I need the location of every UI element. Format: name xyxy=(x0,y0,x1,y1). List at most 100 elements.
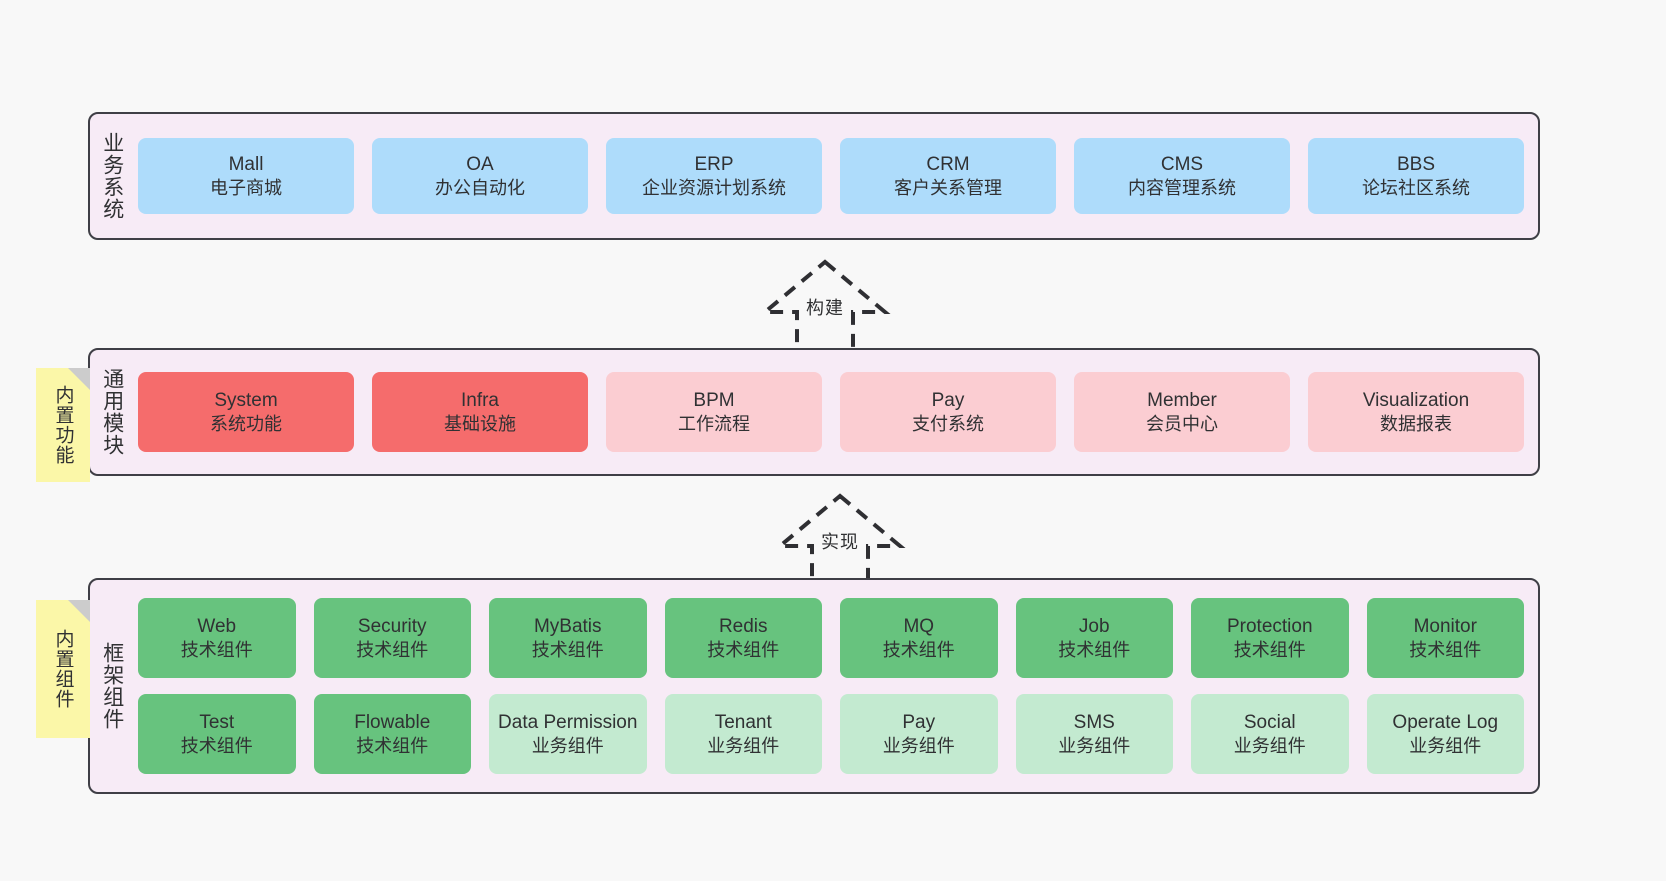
note-fold-corner-icon xyxy=(68,600,90,622)
card-title: System xyxy=(214,389,278,411)
note-builtin-functions: 内置功能 xyxy=(36,368,90,482)
card-subtitle: 技术组件 xyxy=(180,735,253,756)
card-title: ERP xyxy=(694,153,734,175)
card-subtitle: 支付系统 xyxy=(912,413,984,434)
card-title: SMS xyxy=(1073,711,1115,733)
card-social[interactable]: Social 业务组件 xyxy=(1191,694,1349,774)
card-cms[interactable]: CMS 内容管理系统 xyxy=(1074,138,1290,214)
card-subtitle: 业务组件 xyxy=(707,735,780,756)
business-card-row: Mall 电子商城 OA 办公自动化 ERP 企业资源计划系统 CRM 客户关系… xyxy=(138,138,1524,214)
card-title: Mall xyxy=(228,153,264,175)
card-security[interactable]: Security 技术组件 xyxy=(313,598,471,678)
card-subtitle: 业务组件 xyxy=(882,735,955,756)
layer-body-common: System 系统功能 Infra 基础设施 BPM 工作流程 Pay 支付系统… xyxy=(134,350,1538,474)
card-subtitle: 技术组件 xyxy=(1233,639,1306,660)
card-flowable[interactable]: Flowable 技术组件 xyxy=(313,694,471,774)
card-title: Flowable xyxy=(354,711,431,733)
card-crm[interactable]: CRM 客户关系管理 xyxy=(840,138,1056,214)
framework-card-row-business: Test 技术组件 Flowable 技术组件 Data Permission … xyxy=(138,694,1524,774)
card-subtitle: 业务组件 xyxy=(1233,735,1306,756)
card-subtitle: 技术组件 xyxy=(356,735,429,756)
card-subtitle: 客户关系管理 xyxy=(894,177,1002,198)
layer-body-framework: Web 技术组件 Security 技术组件 MyBatis 技术组件 Redi… xyxy=(134,580,1538,792)
card-title: Visualization xyxy=(1362,389,1470,411)
card-subtitle: 技术组件 xyxy=(1058,639,1131,660)
card-bbs[interactable]: BBS 论坛社区系统 xyxy=(1308,138,1524,214)
card-title: Member xyxy=(1147,389,1217,411)
card-title: Monitor xyxy=(1413,615,1477,637)
card-title: BBS xyxy=(1396,153,1436,175)
card-subtitle: 业务组件 xyxy=(1058,735,1131,756)
card-subtitle: 基础设施 xyxy=(444,413,516,434)
card-title: Web xyxy=(197,615,237,637)
card-subtitle: 技术组件 xyxy=(1409,639,1482,660)
card-title: OA xyxy=(466,153,494,175)
layer-title-framework: 框架组件 xyxy=(100,642,124,730)
framework-card-row-technical: Web 技术组件 Security 技术组件 MyBatis 技术组件 Redi… xyxy=(138,598,1524,678)
card-title: Redis xyxy=(718,615,768,637)
card-mybatis[interactable]: MyBatis 技术组件 xyxy=(489,598,647,678)
card-mq[interactable]: MQ 技术组件 xyxy=(840,598,998,678)
common-card-row: System 系统功能 Infra 基础设施 BPM 工作流程 Pay 支付系统… xyxy=(138,372,1524,452)
card-bpm[interactable]: BPM 工作流程 xyxy=(606,372,822,452)
arrow-build: 构建 xyxy=(740,256,910,358)
card-subtitle: 电子商城 xyxy=(210,177,282,198)
card-title: Data Permission xyxy=(498,711,638,733)
note-fold-corner-icon xyxy=(68,368,90,390)
layer-title-common: 通用模块 xyxy=(100,368,124,456)
card-job[interactable]: Job 技术组件 xyxy=(1015,598,1173,678)
card-erp[interactable]: ERP 企业资源计划系统 xyxy=(606,138,822,214)
card-system[interactable]: System 系统功能 xyxy=(138,372,354,452)
card-visualization[interactable]: Visualization 数据报表 xyxy=(1308,372,1524,452)
card-data-permission[interactable]: Data Permission 业务组件 xyxy=(489,694,647,774)
card-test[interactable]: Test 技术组件 xyxy=(138,694,296,774)
card-title: CRM xyxy=(926,153,970,175)
card-subtitle: 技术组件 xyxy=(882,639,955,660)
card-title: Test xyxy=(199,711,235,733)
card-operate-log[interactable]: Operate Log 业务组件 xyxy=(1366,694,1524,774)
card-title: Tenant xyxy=(714,711,772,733)
card-tenant[interactable]: Tenant 业务组件 xyxy=(664,694,822,774)
card-subtitle: 技术组件 xyxy=(180,639,253,660)
card-title: Operate Log xyxy=(1392,711,1499,733)
card-pay-component[interactable]: Pay 业务组件 xyxy=(840,694,998,774)
note-label: 内置组件 xyxy=(52,629,74,709)
layer-title-business: 业务系统 xyxy=(100,132,124,220)
layer-body-business: Mall 电子商城 OA 办公自动化 ERP 企业资源计划系统 CRM 客户关系… xyxy=(134,114,1538,238)
card-title: Pay xyxy=(902,711,936,733)
card-title: Protection xyxy=(1226,615,1313,637)
card-subtitle: 内容管理系统 xyxy=(1128,177,1236,198)
card-pay[interactable]: Pay 支付系统 xyxy=(840,372,1056,452)
card-subtitle: 技术组件 xyxy=(707,639,780,660)
card-subtitle: 会员中心 xyxy=(1146,413,1218,434)
card-monitor[interactable]: Monitor 技术组件 xyxy=(1366,598,1524,678)
card-subtitle: 办公自动化 xyxy=(435,177,525,198)
note-builtin-components: 内置组件 xyxy=(36,600,90,738)
card-infra[interactable]: Infra 基础设施 xyxy=(372,372,588,452)
layer-business-system: 业务系统 Mall 电子商城 OA 办公自动化 ERP 企业资源计划系统 CRM… xyxy=(88,112,1540,240)
card-subtitle: 论坛社区系统 xyxy=(1362,177,1470,198)
card-subtitle: 业务组件 xyxy=(531,735,604,756)
card-redis[interactable]: Redis 技术组件 xyxy=(664,598,822,678)
card-subtitle: 工作流程 xyxy=(678,413,750,434)
card-title: MyBatis xyxy=(533,615,602,637)
card-subtitle: 技术组件 xyxy=(356,639,429,660)
arrow-build-label: 构建 xyxy=(806,298,844,318)
card-member[interactable]: Member 会员中心 xyxy=(1074,372,1290,452)
card-sms[interactable]: SMS 业务组件 xyxy=(1015,694,1173,774)
card-subtitle: 系统功能 xyxy=(210,413,282,434)
card-mall[interactable]: Mall 电子商城 xyxy=(138,138,354,214)
note-label: 内置功能 xyxy=(52,385,74,465)
card-subtitle: 技术组件 xyxy=(531,639,604,660)
card-title: Infra xyxy=(460,389,500,411)
card-protection[interactable]: Protection 技术组件 xyxy=(1191,598,1349,678)
arrow-implement: 实现 xyxy=(755,490,925,592)
card-oa[interactable]: OA 办公自动化 xyxy=(372,138,588,214)
card-subtitle: 数据报表 xyxy=(1380,413,1452,434)
card-web[interactable]: Web 技术组件 xyxy=(138,598,296,678)
card-title: Job xyxy=(1078,615,1110,637)
layer-common-module: 通用模块 System 系统功能 Infra 基础设施 BPM 工作流程 Pay… xyxy=(88,348,1540,476)
card-title: Pay xyxy=(931,389,965,411)
card-title: CMS xyxy=(1160,153,1204,175)
